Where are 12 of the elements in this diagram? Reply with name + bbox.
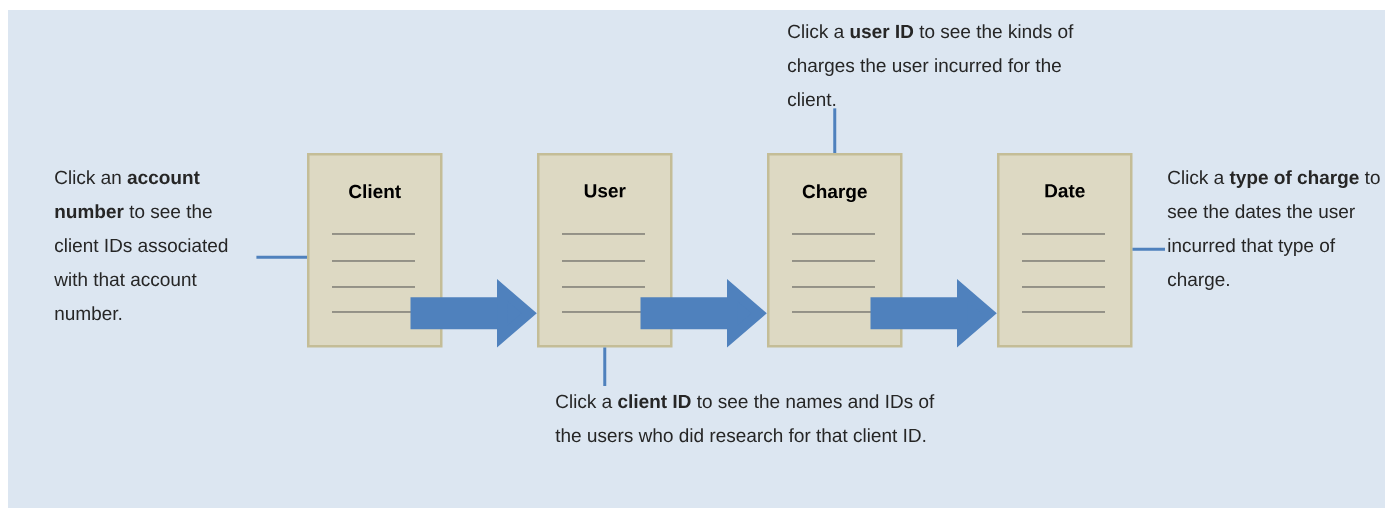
callout-text: Click an account number to see the client IDs associated with that account number. — [54, 170, 228, 321]
document-box: Client — [307, 153, 443, 348]
leader-line — [1132, 247, 1165, 251]
callout-text: Click a client ID to see the names and IDs of the users who did research for that client ID. — [555, 394, 935, 443]
leader-line — [833, 108, 837, 153]
leader-line — [256, 255, 307, 259]
document-box: Date — [997, 153, 1133, 348]
document-box: Charge — [767, 153, 903, 348]
document-box: User — [537, 153, 673, 348]
leader-line — [603, 347, 607, 386]
callout-text: Click a type of charge to see the dates the user incurred that type of charge. — [1167, 170, 1380, 290]
callout-text: Click a user ID to see the kinds of charges the user incurred for the client. — [788, 24, 1074, 107]
